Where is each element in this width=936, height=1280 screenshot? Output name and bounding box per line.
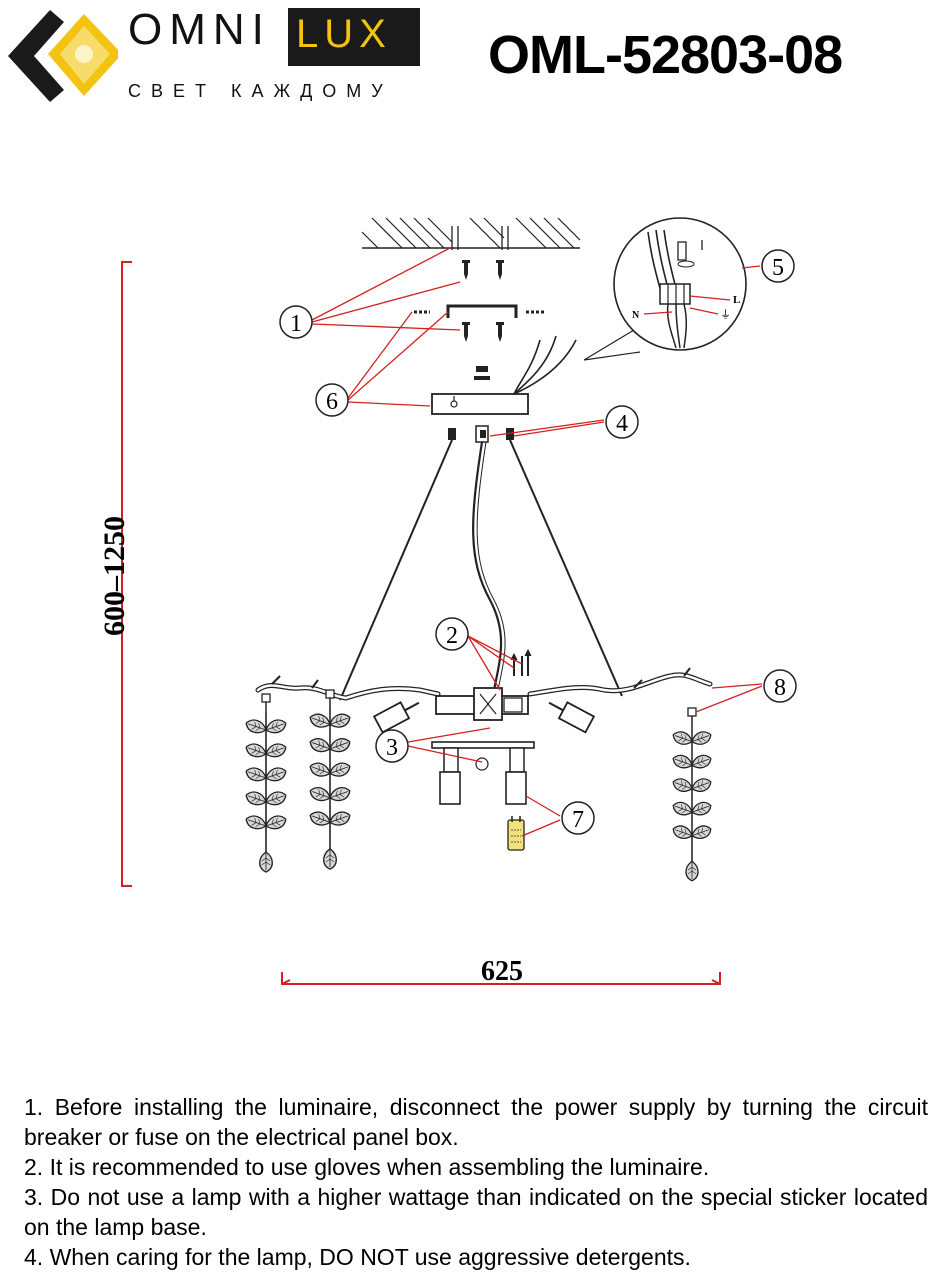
callout-4: 4 <box>605 405 639 439</box>
g9-bulb-icon <box>507 816 525 851</box>
wire-label-neutral: N <box>632 310 640 321</box>
brand-name-lux: LUX <box>296 12 392 56</box>
svg-text:1: 1 <box>290 311 302 337</box>
svg-text:5: 5 <box>772 255 784 281</box>
svg-text:6: 6 <box>326 389 338 415</box>
note-1: 1. Before installing the luminaire, disc… <box>24 1094 928 1150</box>
svg-text:3: 3 <box>386 735 398 761</box>
callout-3: 3 <box>375 729 409 763</box>
svg-text:2: 2 <box>446 623 458 649</box>
wire-label-earth: ⏚ <box>720 308 731 321</box>
brand-lux-box <box>288 8 420 66</box>
installation-diagram: L N ⏚ <box>98 217 797 987</box>
callout-2: 2 <box>435 617 469 651</box>
callout-7: 7 <box>561 801 595 835</box>
width-dimension-line <box>281 972 721 985</box>
ceiling-canopy <box>431 393 529 415</box>
svg-text:7: 7 <box>572 807 584 833</box>
height-dimension-label: 600–1250 <box>98 516 131 636</box>
width-dimension-label: 625 <box>481 956 523 987</box>
model-number: OML-52803-08 <box>488 25 843 85</box>
omnilux-logo-icon <box>8 10 118 102</box>
note-3: 3. Do not use a lamp with a higher watta… <box>24 1184 928 1240</box>
callout-1: 1 <box>279 305 313 339</box>
note-4: 4. When caring for the lamp, DO NOT use … <box>24 1244 691 1270</box>
wiring-detail: L N ⏚ <box>583 217 747 361</box>
wire-label-live: L <box>733 294 740 306</box>
callout-5: 5 <box>761 249 795 283</box>
brand-tagline: СВЕТ КАЖДОМУ <box>128 81 393 101</box>
note-2: 2. It is recommended to use gloves when … <box>24 1154 710 1180</box>
height-dimension-line <box>121 261 132 887</box>
safety-notes: 1. Before installing the luminaire, disc… <box>24 1092 928 1272</box>
brand-name-omni: OMNI <box>128 5 271 54</box>
callout-6: 6 <box>315 383 349 417</box>
svg-text:4: 4 <box>616 411 628 437</box>
svg-text:8: 8 <box>774 675 786 701</box>
callout-leaders <box>311 247 763 837</box>
callout-8: 8 <box>763 669 797 703</box>
ceiling-hatch <box>361 217 581 250</box>
